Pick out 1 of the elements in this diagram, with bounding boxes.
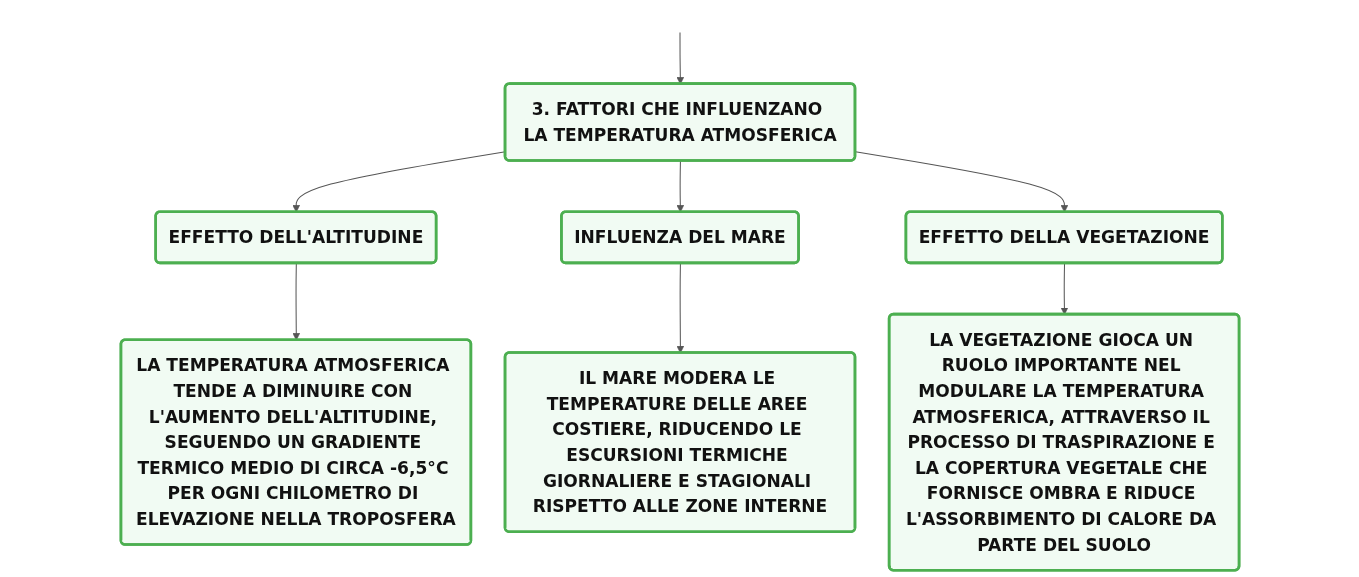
- arrow: [1060, 262, 1068, 315]
